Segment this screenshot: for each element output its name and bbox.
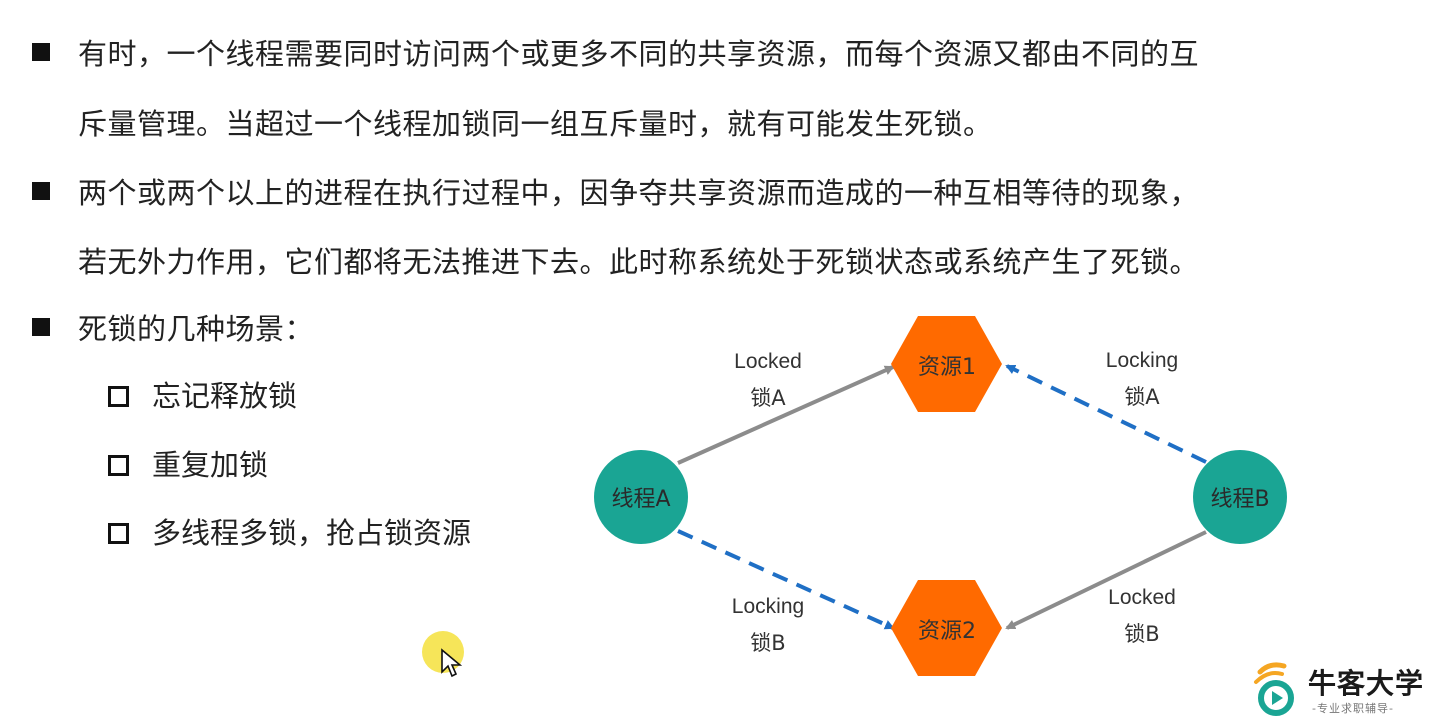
bullet-2-line-2: 若无外力作用，它们都将无法推进下去。此时称系统处于死锁状态或系统产生了死锁。 (78, 245, 1200, 279)
edge-label-b-r2-lock: 锁B (1124, 622, 1159, 646)
logo-subtitle: -专业求职辅导- (1312, 702, 1394, 715)
edge-label-b-r1-status: Locking (1106, 349, 1178, 372)
edge-threadB-resource2 (1005, 530, 1207, 630)
logo-title: 牛客大学 (1308, 667, 1425, 700)
thread-b-label: 线程B (1210, 487, 1269, 512)
bullet-2-line-1: 两个或两个以上的进程在执行过程中，因争夺共享资源而造成的一种互相等待的现象， (78, 176, 1200, 210)
bullet-marker (32, 318, 50, 336)
edge-threadA-resource2 (677, 529, 895, 630)
thread-a-node (594, 450, 688, 544)
brand-logo: 牛客大学 -专业求职辅导- (1252, 660, 1432, 720)
checkbox-icon (108, 386, 129, 407)
resource-2-node (891, 580, 1002, 676)
scenario-item-2: 重复加锁 (152, 448, 269, 482)
edge-threadA-resource1 (677, 365, 895, 465)
edge-label-b-r2-status: Locked (1108, 586, 1176, 609)
resource-1-node (891, 316, 1002, 412)
edge-label-a-r2-lock: 锁B (750, 631, 785, 655)
resource-2-label: 资源2 (918, 619, 976, 644)
checkbox-icon (108, 523, 129, 544)
scenario-item-1: 忘记释放锁 (152, 379, 298, 413)
bullet-1-line-1: 有时，一个线程需要同时访问两个或更多不同的共享资源，而每个资源又都由不同的互 (78, 37, 1200, 71)
scenario-item-3: 多线程多锁，抢占锁资源 (152, 516, 472, 550)
checkbox-icon (108, 455, 129, 476)
edge-label-b-r1-lock: 锁A (1124, 385, 1160, 409)
bullet-1-line-2: 斥量管理。当超过一个线程加锁同一组互斥量时，就有可能发生死锁。 (78, 107, 993, 141)
thread-b-node (1193, 450, 1287, 544)
resource-1-label: 资源1 (918, 355, 976, 380)
edge-label-a-r1-lock: 锁A (750, 386, 786, 410)
edge-threadB-resource1 (1005, 364, 1207, 464)
mouse-pointer-icon (441, 648, 462, 678)
bullet-marker (32, 182, 50, 200)
edge-label-a-r1-status: Locked (734, 350, 802, 373)
edge-label-a-r2-status: Locking (732, 595, 804, 618)
thread-a-label: 线程A (611, 487, 670, 512)
bullet-3-line-1: 死锁的几种场景： (78, 312, 315, 346)
bullet-marker (32, 43, 50, 61)
nowcoder-logo-icon (1254, 662, 1294, 716)
